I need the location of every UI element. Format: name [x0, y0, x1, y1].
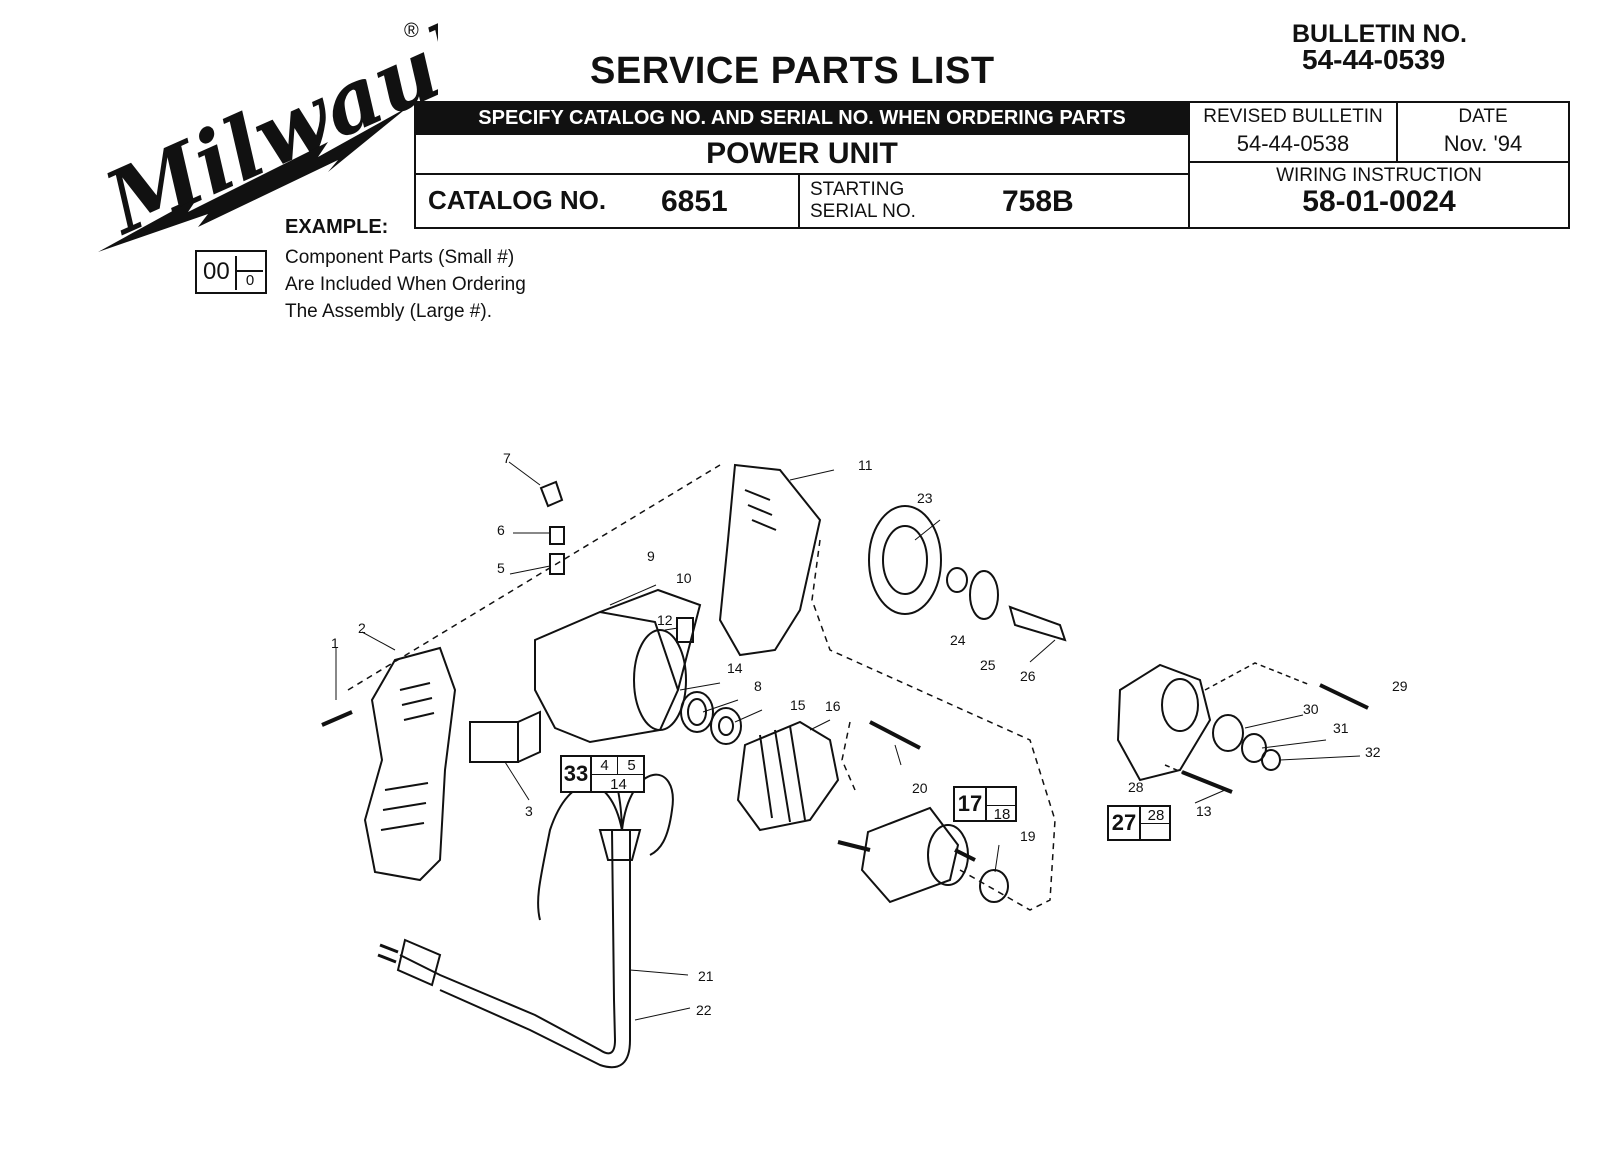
callout-31: 31	[1333, 720, 1349, 736]
callout-25: 25	[980, 657, 996, 673]
callout-3: 3	[525, 803, 533, 819]
assembly-main: 17	[955, 788, 987, 820]
callout-7: 7	[503, 450, 511, 466]
callout-28: 28	[1128, 779, 1144, 795]
catalog-value: 6851	[661, 185, 728, 218]
callout-22: 22	[696, 1002, 712, 1018]
assembly-main: 27	[1109, 807, 1141, 839]
revised-label: REVISED BULLETIN	[1203, 106, 1383, 127]
callout-21: 21	[698, 968, 714, 984]
assembly-box-17: 17 18	[953, 786, 1017, 823]
callout-20: 20	[912, 780, 928, 796]
callout-11: 11	[858, 457, 873, 473]
serial-label-2: SERIAL NO.	[810, 201, 916, 222]
example-large: 00	[203, 258, 230, 285]
page-title: SERVICE PARTS LIST	[590, 50, 995, 92]
bulletin-label: BULLETIN NO.	[1292, 20, 1467, 48]
wiring-value: 58-01-0024	[1302, 185, 1456, 218]
callout-29: 29	[1392, 678, 1408, 694]
assembly-sub: 4	[592, 757, 618, 775]
callout-30: 30	[1303, 701, 1319, 717]
callout-13: 13	[1196, 803, 1212, 819]
catalog-cell: CATALOG NO. 6851	[414, 173, 800, 229]
callout-8: 8	[754, 678, 762, 694]
date-label: DATE	[1458, 106, 1508, 127]
example-small: 0	[237, 270, 263, 289]
assembly-sub: 28	[1141, 807, 1171, 824]
callout-10: 10	[676, 570, 692, 586]
revised-cell: REVISED BULLETIN 54-44-0538	[1188, 101, 1398, 163]
serial-value: 758B	[1002, 185, 1074, 218]
assembly-box-27: 27 28	[1107, 805, 1171, 841]
serial-cell: STARTING SERIAL NO. 758B	[798, 173, 1190, 229]
example-box: 00 0	[195, 250, 267, 294]
assembly-sub: 18	[987, 805, 1017, 823]
callout-5: 5	[497, 560, 505, 576]
example-line-1: Component Parts (Small #)	[285, 247, 515, 268]
revised-value: 54-44-0538	[1236, 131, 1350, 156]
callout-2: 2	[358, 620, 366, 636]
wiring-cell: WIRING INSTRUCTION 58-01-0024	[1188, 161, 1570, 229]
wiring-label: WIRING INSTRUCTION	[1276, 165, 1482, 186]
callout-26: 26	[1020, 668, 1036, 684]
callout-24: 24	[950, 632, 966, 648]
callout-1: 1	[331, 635, 339, 651]
callout-14: 14	[727, 660, 743, 676]
callout-19: 19	[1020, 828, 1036, 844]
assembly-sub: 14	[610, 775, 627, 793]
serial-label-1: STARTING	[810, 179, 905, 200]
callout-23: 23	[917, 490, 933, 506]
registered-mark: ®	[404, 20, 419, 42]
callout-6: 6	[497, 522, 505, 538]
catalog-label: CATALOG NO.	[428, 185, 607, 215]
bulletin-number: 54-44-0539	[1302, 44, 1446, 75]
example-line-2: Are Included When Ordering	[285, 274, 526, 295]
callout-12: 12	[657, 612, 673, 628]
callout-32: 32	[1365, 744, 1381, 760]
header-table: SPECIFY CATALOG NO. AND SERIAL NO. WHEN …	[414, 101, 1570, 231]
callout-16: 16	[825, 698, 841, 714]
callout-15: 15	[790, 697, 806, 713]
assembly-sub: 5	[618, 757, 645, 775]
assembly-main: 33	[562, 757, 592, 791]
example-text: Component Parts (Small #) Are Included W…	[285, 244, 585, 325]
callout-9: 9	[647, 548, 655, 564]
example-label: EXAMPLE:	[285, 216, 389, 238]
example-line-3: The Assembly (Large #).	[285, 301, 492, 322]
date-value: Nov. '94	[1443, 131, 1523, 156]
assembly-box-33: 33 4 5 14	[560, 755, 645, 793]
